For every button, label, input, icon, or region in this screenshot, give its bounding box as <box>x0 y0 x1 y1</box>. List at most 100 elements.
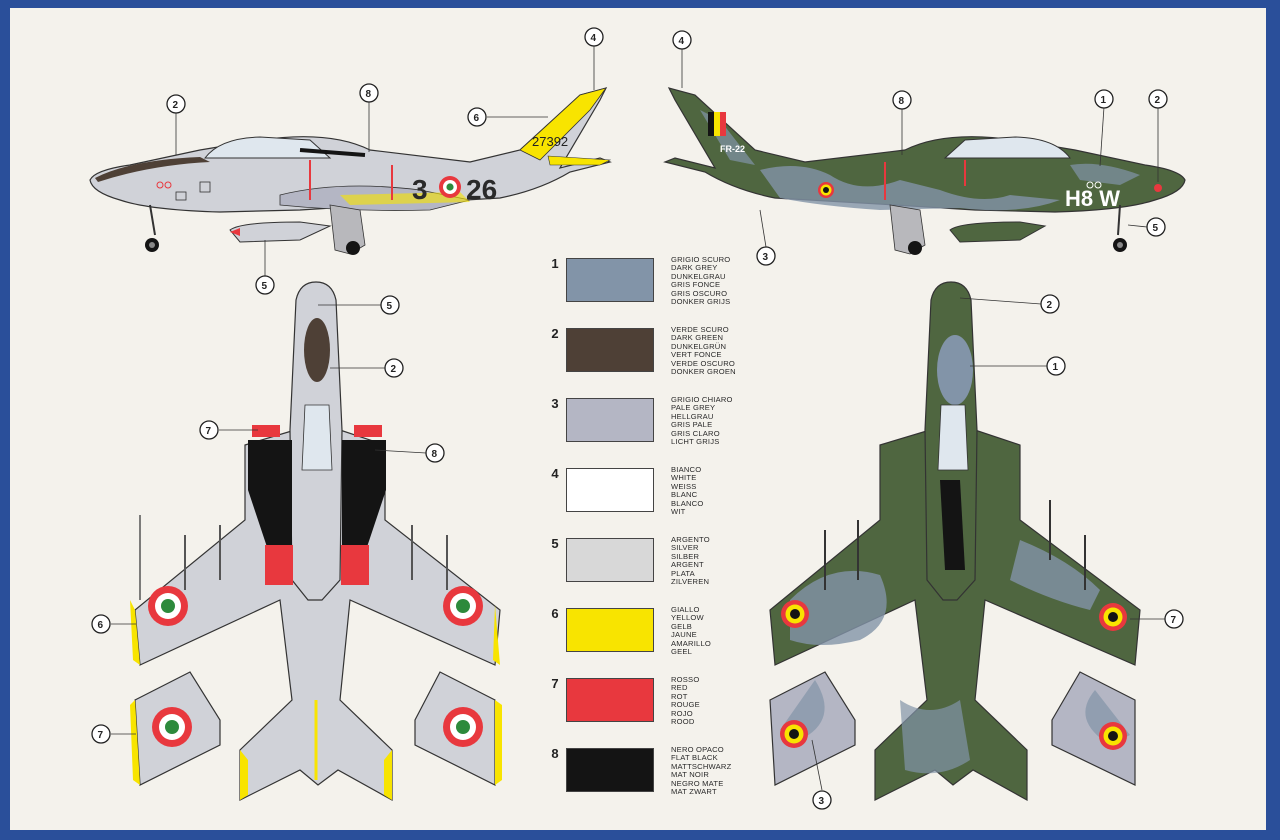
belgian-tail-code: FR-22 <box>720 144 745 154</box>
callout-label: 6 <box>98 620 104 631</box>
color-name: ARGENT <box>671 560 704 570</box>
color-names: ROSSO RED ROT ROUGE ROJO ROOD <box>671 675 700 727</box>
callout-label: 1 <box>1101 95 1107 106</box>
belgian-code: H8 W <box>1065 186 1120 211</box>
color-name: WEISS <box>671 481 697 491</box>
callout-label: 6 <box>474 113 480 124</box>
color-name: BLANCO <box>671 498 704 508</box>
color-swatch <box>566 678 654 722</box>
callout-markers <box>111 45 1165 791</box>
callout-label: 1 <box>1053 362 1059 373</box>
color-name: SILVER <box>671 543 699 553</box>
color-name: GRIS OSCURO <box>671 288 728 298</box>
callout-label: 5 <box>387 301 393 312</box>
color-name: PALE GREY <box>671 403 716 413</box>
color-name: AMARILLO <box>671 638 712 648</box>
callout-label: 7 <box>206 426 212 437</box>
color-name: VERDE SCURO <box>671 325 729 334</box>
color-name: ROSSO <box>671 675 700 684</box>
color-names: VERDE SCURO DARK GREEN DUNKELGRÜN VERT F… <box>671 325 736 377</box>
color-name: ZILVEREN <box>671 577 710 587</box>
belgian-top-view <box>769 281 1141 802</box>
color-name: ARGENTO <box>671 535 710 544</box>
color-name: BLANC <box>671 490 698 500</box>
color-names: GRIGIO SCURO DARK GREY DUNKELGRAU GRIS F… <box>671 255 731 307</box>
callout-circles: 2 8 4 6 5 4 8 1 2 3 5 5 2 7 8 6 7 2 1 7 … <box>91 27 1184 810</box>
color-name: GRIGIO SCURO <box>671 255 731 264</box>
color-name: MAT NOIR <box>671 770 710 780</box>
color-name: GELB <box>671 621 693 631</box>
color-name: DONKER GROEN <box>671 367 736 377</box>
color-names: BIANCO WHITE WEISS BLANC BLANCO WIT <box>671 465 704 517</box>
color-swatch <box>566 328 654 372</box>
color-name: VERDE OSCURO <box>671 358 736 368</box>
color-number: 6 <box>551 606 559 621</box>
color-name: GIALLO <box>671 605 700 614</box>
belgian-side-view: FR-22 H8 W <box>663 87 1186 255</box>
color-name: ROOD <box>671 717 695 727</box>
color-names: GIALLO YELLOW GELB JAUNE AMARILLO GEEL <box>671 605 712 657</box>
italian-code-right: 26 <box>466 174 497 205</box>
color-name: DUNKELGRAU <box>671 271 726 281</box>
callout-label: 4 <box>679 36 685 47</box>
color-name: HELLGRAU <box>671 411 714 421</box>
color-names: NERO OPACO FLAT BLACK MATTSCHWARZ MAT NO… <box>671 745 732 797</box>
color-name: WIT <box>671 507 686 517</box>
callout-label: 5 <box>262 281 268 292</box>
color-swatch <box>566 608 654 652</box>
callout-label: 8 <box>432 449 438 460</box>
color-name: WHITE <box>671 473 697 483</box>
color-name: ROUGE <box>671 700 700 710</box>
italian-code-left: 3 <box>412 174 428 205</box>
color-swatch <box>566 398 654 442</box>
color-name: GRIS PALE <box>671 420 713 430</box>
callout-label: 4 <box>591 33 597 44</box>
color-number: 4 <box>551 466 559 481</box>
color-number: 8 <box>551 746 559 761</box>
color-name: DUNKELGRÜN <box>671 341 727 351</box>
color-name: NEGRO MATE <box>671 778 724 788</box>
color-name: GRIS FONCE <box>671 280 721 290</box>
color-names: GRIGIO CHIARO PALE GREY HELLGRAU GRIS PA… <box>671 395 733 446</box>
callout-label: 2 <box>391 364 397 375</box>
color-number: 5 <box>551 536 559 551</box>
italian-side-view: 3 26 27392 <box>89 87 612 255</box>
color-swatch <box>566 468 654 512</box>
callout-label: 7 <box>98 730 104 741</box>
callout-label: 3 <box>763 252 769 263</box>
color-number: 3 <box>551 396 559 411</box>
color-name: PLATA <box>671 568 695 578</box>
callout-label: 2 <box>1155 95 1161 106</box>
color-name: GRIS CLARO <box>671 428 720 438</box>
color-swatch <box>566 258 654 302</box>
color-name: YELLOW <box>671 613 704 623</box>
color-name: MATTSCHWARZ <box>671 761 732 771</box>
color-name: DARK GREY <box>671 263 718 273</box>
color-names: ARGENTO SILVER SILBER ARGENT PLATA ZILVE… <box>671 535 710 587</box>
color-name: ROJO <box>671 708 693 718</box>
color-name: MAT ZWART <box>671 787 717 797</box>
color-name: NERO OPACO <box>671 745 724 754</box>
color-number: 2 <box>551 326 559 341</box>
italian-top-view <box>130 281 502 802</box>
color-name: RED <box>671 683 688 693</box>
callout-label: 3 <box>819 796 825 807</box>
italian-serial: 27392 <box>532 134 568 149</box>
color-name: BIANCO <box>671 465 702 474</box>
color-swatch <box>566 538 654 582</box>
color-name: SILBER <box>671 551 700 561</box>
color-name: JAUNE <box>671 630 697 640</box>
color-swatch <box>566 748 654 792</box>
callout-label: 5 <box>1153 223 1159 234</box>
callout-label: 7 <box>1171 615 1177 626</box>
color-name: ROT <box>671 691 688 701</box>
color-name: GEEL <box>671 647 693 657</box>
color-name: FLAT BLACK <box>671 753 718 763</box>
color-name: VERT FONCE <box>671 350 722 360</box>
color-name: DONKER GRIJS <box>671 297 731 307</box>
color-number: 1 <box>551 256 559 271</box>
callout-label: 2 <box>173 100 179 111</box>
color-name: DARK GREEN <box>671 333 724 343</box>
callout-label: 2 <box>1047 300 1053 311</box>
